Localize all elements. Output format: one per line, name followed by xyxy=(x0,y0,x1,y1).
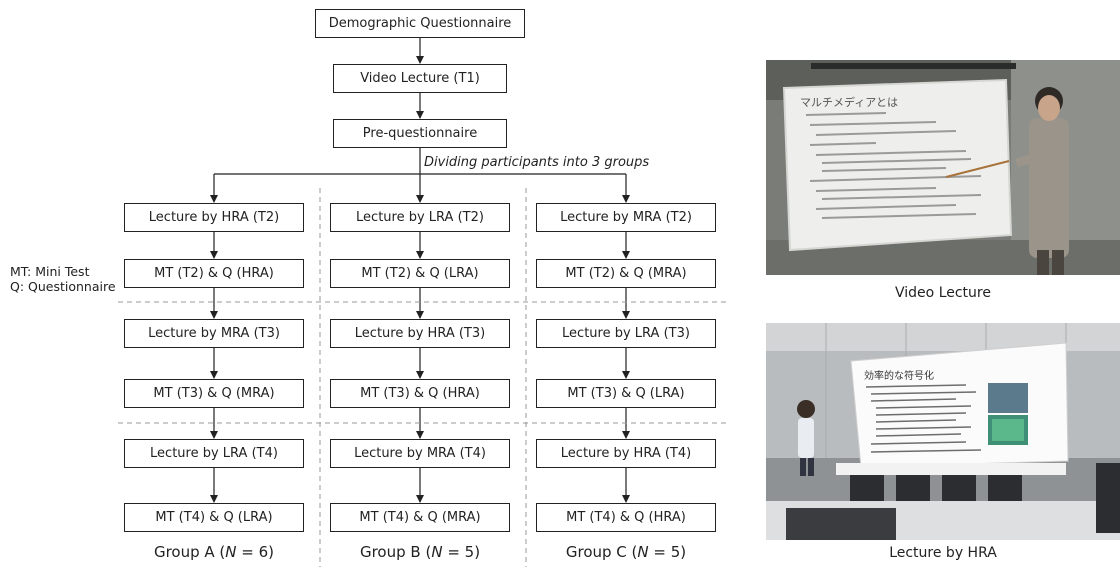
group-b-step-6-label: MT (T4) & Q (MRA) xyxy=(359,510,481,525)
legend-q: Q: Questionnaire xyxy=(10,279,116,294)
group-a-step-2-label: MT (T2) & Q (HRA) xyxy=(154,266,274,281)
group-b-step-5-label: Lecture by MRA (T4) xyxy=(354,446,486,461)
group-a-step-6-label: MT (T4) & Q (LRA) xyxy=(155,510,273,525)
group-b-label: Group B (N = 5) xyxy=(330,543,510,561)
video-lecture-illustration: マルチメディアとは xyxy=(766,60,1120,275)
group-c-step-6: MT (T4) & Q (HRA) xyxy=(536,503,716,532)
group-c-step-6-label: MT (T4) & Q (HRA) xyxy=(566,510,686,525)
group-c-step-2-label: MT (T2) & Q (MRA) xyxy=(565,266,687,281)
group-c-step-4: MT (T3) & Q (LRA) xyxy=(536,379,716,408)
group-a-step-3-label: Lecture by MRA (T3) xyxy=(148,326,280,341)
group-b-step-6: MT (T4) & Q (MRA) xyxy=(330,503,510,532)
video-lecture-caption: Video Lecture xyxy=(895,285,991,301)
group-c-label: Group C (N = 5) xyxy=(536,543,716,561)
video-slide-title: マルチメディアとは xyxy=(800,95,898,109)
group-b-step-4: MT (T3) & Q (HRA) xyxy=(330,379,510,408)
hra-lecture-illustration: 効率的な符号化 xyxy=(766,323,1120,540)
group-c-step-3: Lecture by LRA (T3) xyxy=(536,319,716,348)
group-c-step-4-label: MT (T3) & Q (LRA) xyxy=(567,386,685,401)
group-c-n-symbol: N xyxy=(637,543,649,561)
group-a-step-4-label: MT (T3) & Q (MRA) xyxy=(153,386,275,401)
pre-questionnaire-box: Pre-questionnaire xyxy=(333,119,507,148)
video-lecture-photo: マルチメディアとは xyxy=(766,60,1120,275)
group-c-label-text: Group C ( xyxy=(565,543,638,561)
group-a-step-1: Lecture by HRA (T2) xyxy=(124,203,304,232)
dividing-note: Dividing participants into 3 groups xyxy=(424,155,650,170)
group-a-step-5: Lecture by LRA (T4) xyxy=(124,439,304,468)
group-b-n-value: = 5) xyxy=(442,543,481,561)
group-a-step-5-label: Lecture by LRA (T4) xyxy=(150,446,278,461)
group-b-step-2-label: MT (T2) & Q (LRA) xyxy=(361,266,479,281)
pre-questionnaire-label: Pre-questionnaire xyxy=(362,126,478,141)
group-a-label-text: Group A ( xyxy=(153,543,226,561)
group-a-step-6: MT (T4) & Q (LRA) xyxy=(124,503,304,532)
video-lecture-t1-label: Video Lecture (T1) xyxy=(360,71,480,86)
group-c-step-5-label: Lecture by HRA (T4) xyxy=(560,446,692,461)
group-b-step-3-label: Lecture by HRA (T3) xyxy=(354,326,486,341)
group-c-step-5: Lecture by HRA (T4) xyxy=(536,439,716,468)
group-a-step-4: MT (T3) & Q (MRA) xyxy=(124,379,304,408)
hra-lecture-caption: Lecture by HRA xyxy=(889,545,997,561)
group-c-step-1: Lecture by MRA (T2) xyxy=(536,203,716,232)
group-a-step-3: Lecture by MRA (T3) xyxy=(124,319,304,348)
group-a-step-1-label: Lecture by HRA (T2) xyxy=(148,210,280,225)
demographic-questionnaire-box: Demographic Questionnaire xyxy=(315,9,525,38)
hra-lecture-photo: 効率的な符号化 xyxy=(766,323,1120,540)
group-a-label: Group A (N = 6) xyxy=(124,543,304,561)
demographic-questionnaire-label: Demographic Questionnaire xyxy=(328,16,512,31)
group-c-step-3-label: Lecture by LRA (T3) xyxy=(562,326,690,341)
group-a-n-symbol: N xyxy=(225,543,237,561)
group-a-step-2: MT (T2) & Q (HRA) xyxy=(124,259,304,288)
group-b-step-4-label: MT (T3) & Q (HRA) xyxy=(360,386,480,401)
group-a-n-value: = 6) xyxy=(236,543,275,561)
group-b-step-2: MT (T2) & Q (LRA) xyxy=(330,259,510,288)
hra-slide-title: 効率的な符号化 xyxy=(864,369,934,382)
group-b-step-1-label: Lecture by LRA (T2) xyxy=(356,210,484,225)
group-c-step-2: MT (T2) & Q (MRA) xyxy=(536,259,716,288)
group-b-step-3: Lecture by HRA (T3) xyxy=(330,319,510,348)
group-b-n-symbol: N xyxy=(431,543,443,561)
group-b-step-5: Lecture by MRA (T4) xyxy=(330,439,510,468)
legend-mt: MT: Mini Test xyxy=(10,264,90,279)
video-lecture-t1-box: Video Lecture (T1) xyxy=(333,64,507,93)
group-b-step-1: Lecture by LRA (T2) xyxy=(330,203,510,232)
group-c-n-value: = 5) xyxy=(648,543,687,561)
group-b-label-text: Group B ( xyxy=(359,543,432,561)
group-c-step-1-label: Lecture by MRA (T2) xyxy=(560,210,692,225)
legend: MT: Mini Test Q: Questionnaire xyxy=(10,264,116,294)
